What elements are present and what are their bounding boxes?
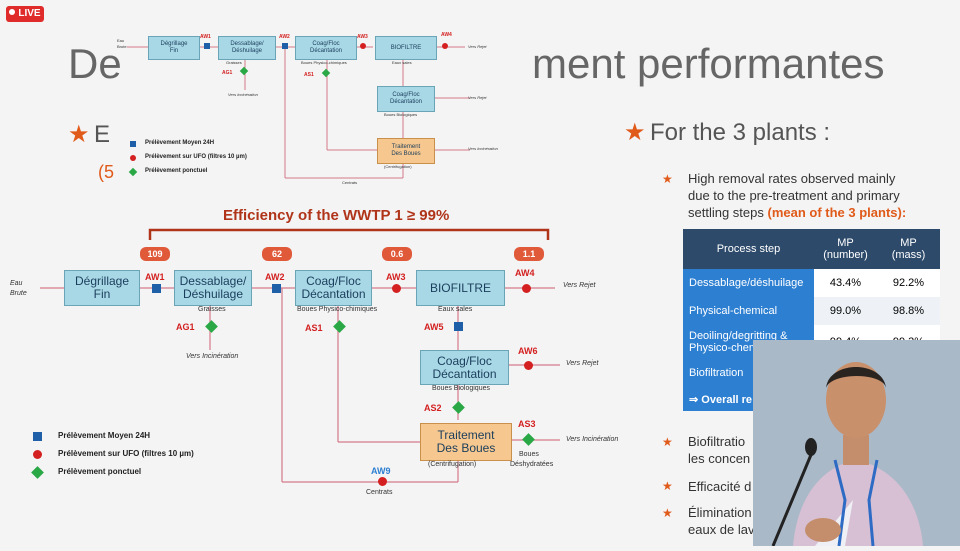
table-header-mp-mass: MP(mass) (877, 229, 940, 269)
legend-square-icon (33, 432, 42, 441)
legend-circle-icon (33, 450, 42, 459)
star-bullet-icon: ★ (624, 119, 646, 146)
table-header-mp-number: MP(number) (814, 229, 877, 269)
star-bullet-icon: ★ (662, 172, 673, 186)
star-bullet-icon: ★ (662, 479, 673, 493)
legend-circle-text: Prélèvement sur UFO (filtres 10 µm) (58, 449, 194, 458)
bullet-elimination: Élimination eaux de lav (688, 505, 755, 537)
concentration-pill: 1.1 (514, 247, 544, 261)
table-row: Physical-chemical 99.0% 98.8% (683, 297, 940, 325)
square-marker-icon (454, 322, 463, 331)
efficiency-title: Efficiency of the WWTP 1 ≥ 99% (223, 207, 450, 224)
square-marker-icon (272, 284, 281, 293)
concentration-pill: 109 (140, 247, 170, 261)
small-circle-marker-icon (360, 43, 366, 49)
table-row: Dessablage/déshuilage 43.4% 92.2% (683, 269, 940, 297)
circle-marker-icon (392, 284, 401, 293)
slide-title-right: ment performantes (532, 40, 885, 87)
legend-diamond-text: Prélèvement ponctuel (58, 467, 142, 476)
star-bullet-icon: ★ (662, 435, 673, 449)
right-heading: ★ For the 3 plants : (624, 119, 831, 146)
box-dessablage: Dessablage/Déshuilage (174, 270, 252, 306)
concentration-pill: 0.6 (382, 247, 412, 261)
speaker-silhouette (753, 340, 960, 547)
small-legend-circle-icon (130, 155, 136, 161)
table-header-process: Process step (683, 229, 814, 269)
circle-marker-icon (524, 361, 533, 370)
speaker-video (753, 340, 960, 547)
left-heading: ★ E (68, 121, 110, 148)
small-box-biofiltre: BIOFILTRE (375, 36, 437, 60)
bullet-biofiltration: Biofiltratio les concen (688, 434, 751, 466)
large-diagram-lines (40, 228, 560, 483)
small-circle-marker-icon (442, 43, 448, 49)
left-sub-fragment: (5 (98, 162, 115, 182)
small-square-marker-icon (282, 43, 288, 49)
circle-marker-icon (522, 284, 531, 293)
slide-title-left: De (68, 40, 122, 87)
live-dot-icon (9, 9, 16, 15)
small-square-marker-icon (204, 43, 210, 49)
star-bullet-icon: ★ (662, 506, 673, 520)
square-marker-icon (152, 284, 161, 293)
circle-marker-icon (378, 477, 387, 486)
star-bullet-icon: ★ (68, 121, 90, 148)
small-legend-square-icon (130, 141, 136, 147)
live-badge: LIVE (6, 6, 44, 22)
bullet-main: High removal rates observed mainly due t… (688, 171, 907, 220)
small-box-dessablage: Dessablage/Déshuilage (218, 36, 276, 60)
box-biofiltre: BIOFILTRE (416, 270, 505, 306)
concentration-pill: 62 (262, 247, 292, 261)
bullet-efficacite: Efficacité d (688, 479, 752, 494)
legend-square-text: Prélèvement Moyen 24H (58, 431, 151, 440)
